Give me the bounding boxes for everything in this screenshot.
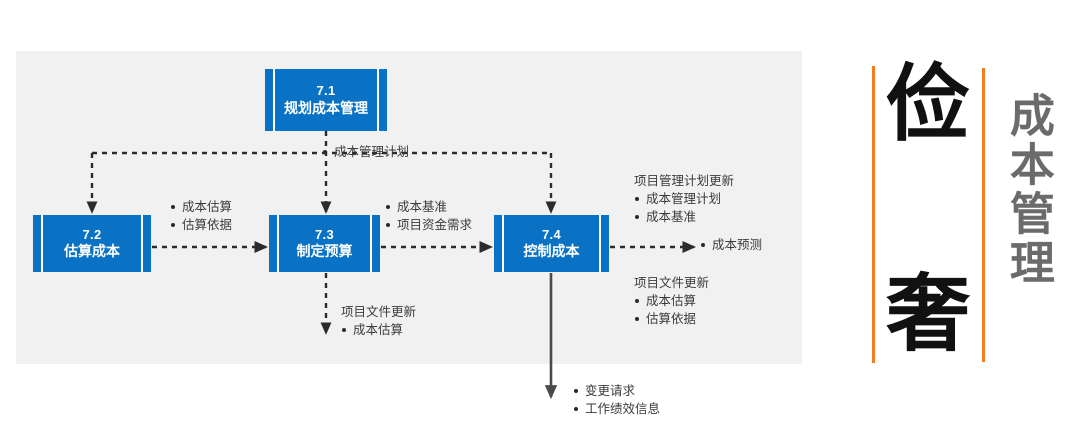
annotation-doc-updates-7-4: 项目文件更新 成本估算 估算依据 [634, 274, 709, 328]
annotation-doc-updates-7-3: 项目文件更新 成本估算 [341, 303, 416, 339]
diagram-panel [16, 51, 802, 364]
hero-char-bottom: 奢 [886, 265, 971, 363]
annotation-item: 成本估算 [170, 198, 232, 216]
process-name: 估算成本 [64, 243, 120, 260]
annotation-estimates-output: 成本估算 估算依据 [170, 198, 232, 234]
annotation-pmp-updates: 项目管理计划更新 成本管理计划 成本基准 [634, 172, 734, 226]
process-name: 控制成本 [523, 243, 580, 260]
accent-rule-right [982, 68, 985, 362]
annotation-item: 成本估算 [634, 292, 709, 310]
vertical-title: 成本管理 [1001, 92, 1055, 288]
process-number: 7.2 [82, 226, 102, 242]
annotation-item: 工作绩效信息 [573, 400, 660, 418]
annotation-item: 成本预测 [700, 236, 762, 254]
annotation-header: 项目文件更新 [634, 276, 710, 290]
process-box-7-4[interactable]: 7.4 控制成本 [494, 215, 609, 272]
annotation-header: 项目管理计划更新 [634, 174, 735, 188]
annotation-item: 变更请求 [573, 382, 660, 400]
process-box-7-1[interactable]: 7.1 规划成本管理 [265, 69, 387, 131]
process-number: 7.4 [542, 226, 561, 242]
annotation-item: 成本估算 [341, 321, 416, 339]
process-box-7-2[interactable]: 7.2 估算成本 [33, 215, 151, 272]
annotation-cost-management-plan: 成本管理计划 [322, 143, 409, 161]
annotation-cost-forecast: 成本预测 [700, 236, 762, 254]
process-number: 7.1 [316, 83, 336, 99]
process-name: 制定预算 [296, 243, 353, 260]
annotation-baseline-output: 成本基准 项目资金需求 [385, 198, 472, 234]
hero-char-top: 俭 [886, 55, 971, 153]
annotation-item: 成本基准 [385, 198, 472, 216]
process-box-7-3[interactable]: 7.3 制定预算 [269, 215, 380, 272]
accent-rule-left [872, 66, 875, 363]
annotation-item: 项目资金需求 [385, 216, 472, 234]
annotation-item: 估算依据 [170, 216, 232, 234]
annotation-bottom-outputs: 变更请求 工作绩效信息 [573, 382, 660, 418]
annotation-item: 成本基准 [634, 208, 734, 226]
annotation-item: 估算依据 [634, 310, 709, 328]
process-name: 规划成本管理 [284, 99, 368, 116]
annotation-header: 项目文件更新 [341, 305, 417, 319]
annotation-item: 成本管理计划 [634, 190, 734, 208]
annotation-item: 成本管理计划 [322, 143, 409, 161]
process-number: 7.3 [315, 226, 334, 242]
